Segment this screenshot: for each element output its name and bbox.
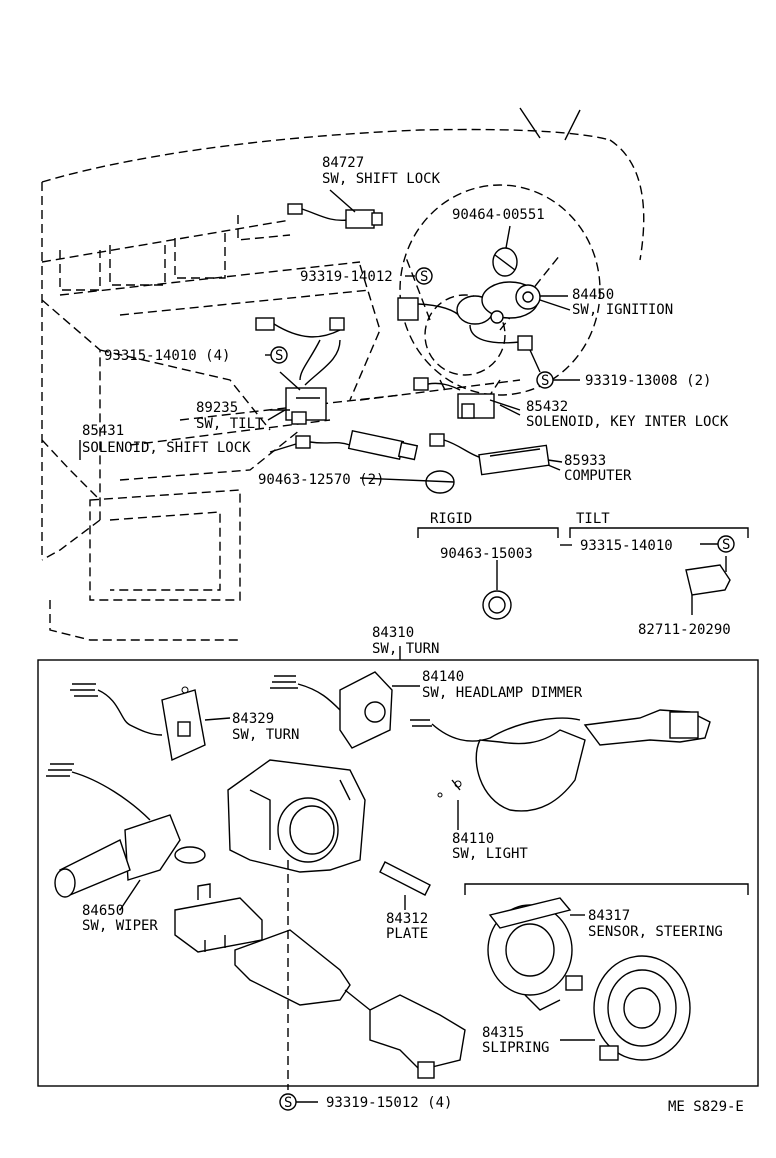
dashboard-outline <box>41 107 645 641</box>
label-84317-name: SENSOR, STEERING <box>588 924 723 940</box>
wiper-switch <box>46 763 206 911</box>
part-labels: 84727 SW, SHIFT LOCK 90464-00551 93319-1… <box>82 155 744 1115</box>
tilt-switch <box>255 317 345 425</box>
label-93315-14010-4: 93315-14010 (4) <box>104 348 230 364</box>
screw-marks: S S S <box>265 267 580 389</box>
s-mark: S <box>420 269 428 285</box>
label-84312-no: 84312 <box>386 911 428 927</box>
label-85432-name: SOLENOID, KEY INTER LOCK <box>526 414 729 430</box>
label-84110-name: SW, LIGHT <box>452 846 528 862</box>
key-interlock-solenoid <box>413 377 521 419</box>
label-84310-name: SW, TURN <box>372 641 439 657</box>
label-84140-no: 84140 <box>422 669 464 685</box>
label-85933-name: COMPUTER <box>564 468 632 484</box>
headlamp-dimmer-switch <box>270 671 420 749</box>
ignition-switch <box>397 281 568 351</box>
slipring <box>560 955 691 1061</box>
turn-switch-assembly-box <box>37 659 759 1087</box>
label-84650-name: SW, WIPER <box>82 918 158 934</box>
label-84329-no: 84329 <box>232 711 274 727</box>
label-85431-no: 85431 <box>82 423 124 439</box>
label-84727-no: 84727 <box>322 155 364 171</box>
label-rigid: RIGID <box>430 511 472 527</box>
label-85431-name: SOLENOID, SHIFT LOCK <box>82 440 251 456</box>
s-mark: S <box>722 537 730 553</box>
label-90464-00551: 90464-00551 <box>452 207 545 223</box>
plate-84312 <box>379 861 431 910</box>
label-84450-name: SW, IGNITION <box>572 302 673 318</box>
label-84315-name: SLIPRING <box>482 1040 549 1056</box>
label-93319-15012: 93319-15012 (4) <box>326 1095 452 1111</box>
label-93319-13008: 93319-13008 (2) <box>585 373 711 389</box>
label-84650-no: 84650 <box>82 903 124 919</box>
connector-block <box>174 883 263 953</box>
label-84140-name: SW, HEADLAMP DIMMER <box>422 685 583 701</box>
label-90463-12570: 90463-12570 (2) <box>258 472 384 488</box>
s-mark: S <box>275 348 283 364</box>
label-84450-no: 84450 <box>572 287 614 303</box>
label-89235-no: 89235 <box>196 400 238 416</box>
combination-switch-body <box>227 759 366 873</box>
shift-lock-solenoid <box>269 429 419 461</box>
label-84312-name: PLATE <box>386 926 428 942</box>
label-90463-15003: 90463-15003 <box>440 546 533 562</box>
label-84315-no: 84315 <box>482 1025 524 1041</box>
label-84310-no: 84310 <box>372 625 414 641</box>
bottom-screw: S <box>279 860 318 1111</box>
s-mark: S <box>284 1095 292 1111</box>
computer-unit <box>429 433 563 476</box>
turn-switch-84329 <box>70 683 231 762</box>
light-switch <box>410 709 711 830</box>
label-85933-no: 85933 <box>564 453 606 469</box>
label-93315-14010: 93315-14010 <box>580 538 673 554</box>
clamp-90463-12570 <box>359 470 455 494</box>
label-85432-no: 85432 <box>526 399 568 415</box>
label-89235-name: SW, TILT <box>196 416 264 432</box>
s-mark: S <box>541 373 549 389</box>
leader-lines <box>79 299 572 546</box>
label-84727-name: SW, SHIFT LOCK <box>322 171 441 187</box>
label-84110-no: 84110 <box>452 831 494 847</box>
diagram-reference: ME S829-E <box>668 1099 744 1115</box>
label-82711-20290: 82711-20290 <box>638 622 731 638</box>
rigid-tilt-group: S <box>417 527 749 620</box>
bulb-90464-00551 <box>492 225 518 277</box>
label-93319-14012: 93319-14012 <box>300 269 393 285</box>
switch-base-plate <box>234 929 466 1079</box>
label-84329-name: SW, TURN <box>232 727 299 743</box>
shift-lock-switch <box>287 189 383 229</box>
label-84317-no: 84317 <box>588 908 630 924</box>
label-tilt: TILT <box>576 511 610 527</box>
steering-sensor <box>487 897 585 1011</box>
